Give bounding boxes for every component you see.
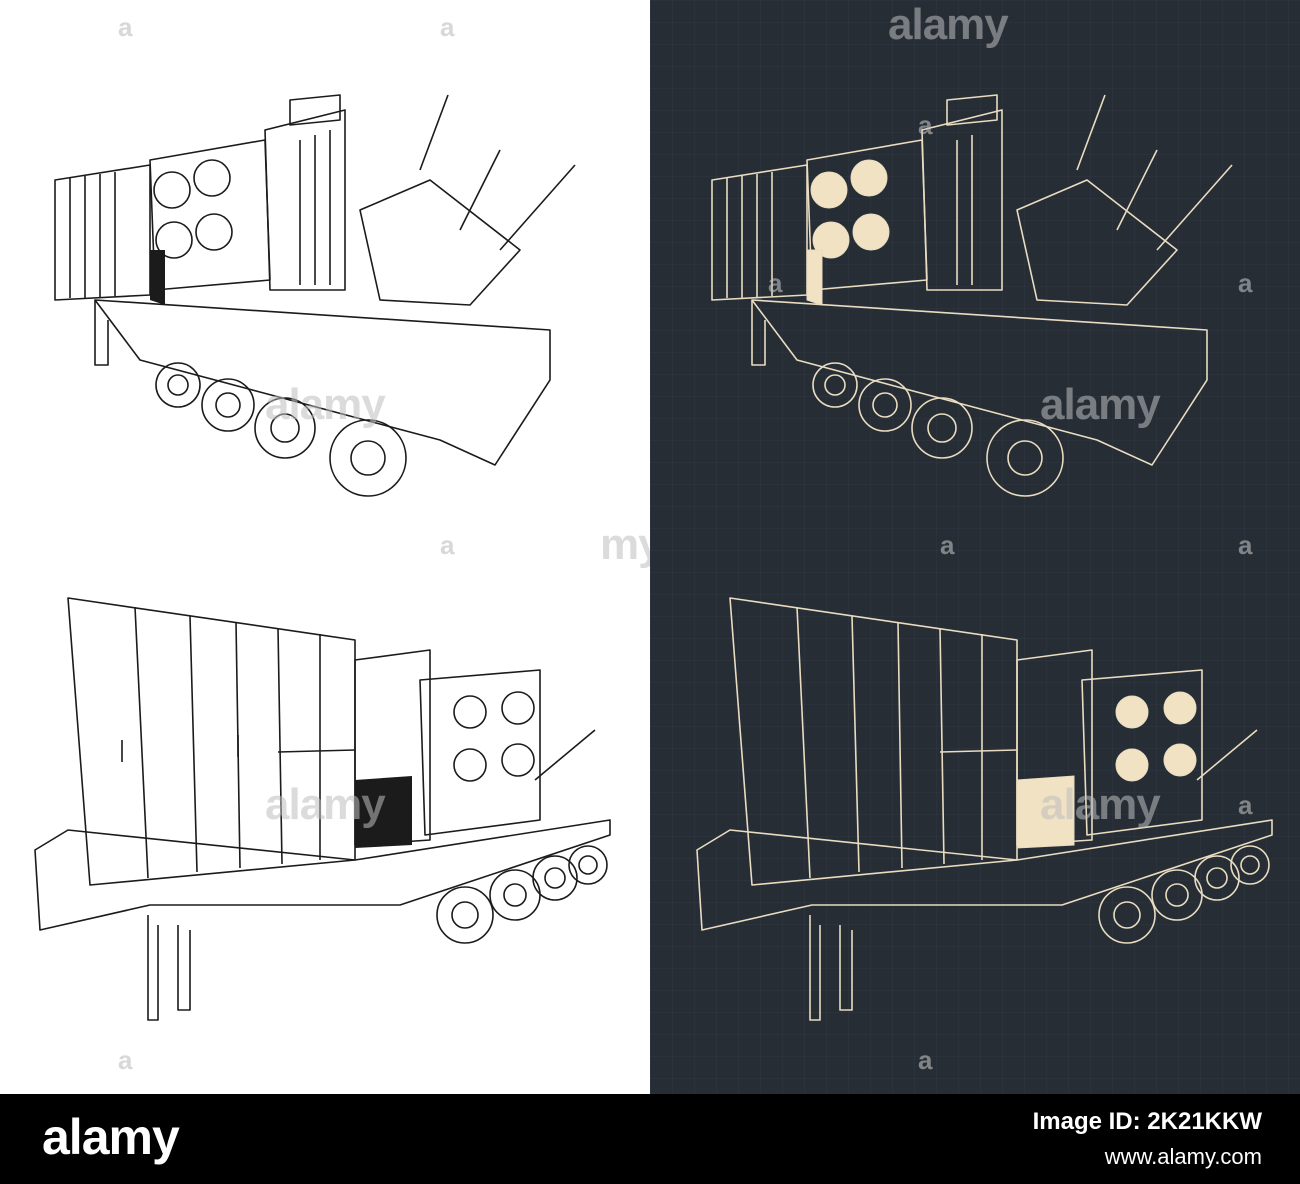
- watermark-brand: alamy: [1040, 380, 1161, 429]
- watermark-glyph: a: [440, 530, 455, 560]
- watermark-glyph: a: [918, 110, 933, 140]
- footer-logo: alamy: [42, 1109, 180, 1165]
- watermark-brand: alamy: [265, 780, 386, 829]
- top-blueprint-trailer-drawing: [711, 94, 1233, 497]
- watermark-glyph: a: [118, 1045, 133, 1075]
- watermark-brand: alamy: [888, 0, 1009, 49]
- footer-url[interactable]: www.alamy.com: [1104, 1144, 1262, 1169]
- bottom-blueprint-trailer-drawing: [696, 597, 1273, 1021]
- stock-footer-bar: alamy Image ID: 2K21KKW www.alamy.com: [0, 1094, 1300, 1184]
- top-transformer-trailer-drawing: [54, 94, 576, 497]
- watermark-glyph: a: [918, 1045, 933, 1075]
- watermark-glyph: a: [118, 12, 133, 42]
- blueprint-drawing-panel: alamy a a a alamy a a alamy a a: [650, 0, 1300, 1094]
- watermark-glyph: a: [1238, 790, 1253, 820]
- blueprint-grid: [650, 0, 1300, 1094]
- watermark-glyph: a: [940, 530, 955, 560]
- image-id: Image ID: 2K21KKW: [1032, 1108, 1262, 1135]
- footer-meta: Image ID: 2K21KKW www.alamy.com: [1033, 1108, 1262, 1170]
- watermark-glyph: a: [768, 268, 783, 298]
- watermark-glyph: a: [1238, 268, 1253, 298]
- white-drawing-panel: a a alamy my a alamy a: [0, 0, 663, 1094]
- watermark-brand: alamy: [1040, 780, 1161, 829]
- bottom-transformer-trailer-drawing: [34, 597, 611, 1021]
- watermark-brand: alamy: [265, 380, 386, 429]
- watermark-glyph: a: [1238, 530, 1253, 560]
- watermark-glyph: a: [440, 12, 455, 42]
